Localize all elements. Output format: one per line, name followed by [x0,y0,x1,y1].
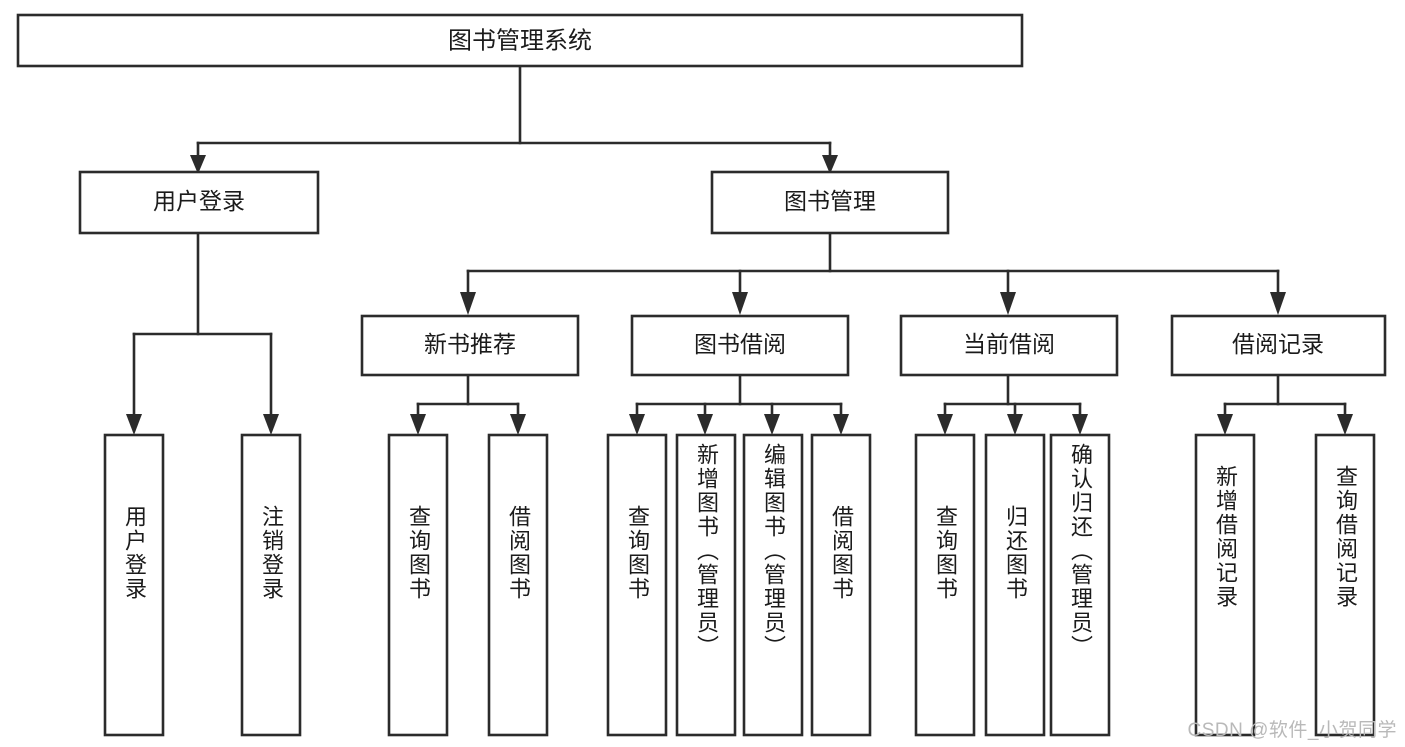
node-current-borrow-label: 当前借阅 [963,331,1055,357]
arrow-head-current-leaf2 [1007,414,1023,435]
arrow-head-newbook-leaf1 [410,414,426,435]
arrow-head-borrow-leaf2 [697,414,713,435]
leaf-box-edit-book-admin[interactable] [742,433,804,737]
arrow-head-current [1000,292,1016,315]
arrow-head-record-leaf1 [1217,414,1233,435]
node-new-book-recommend[interactable]: 新书推荐 [360,314,580,377]
node-borrow-record-box[interactable] [1170,314,1387,377]
node-current-borrow[interactable]: 当前借阅 [899,314,1119,377]
leaf-box-borrow-book-b[interactable] [810,433,872,737]
arrow-head-newbook [460,292,476,315]
csdn-watermark: CSDN @软件_小贺同学 [1187,720,1397,741]
node-user-login-label: 用户登录 [153,188,245,214]
node-new-book-recommend-box[interactable] [360,314,580,377]
leaf-box-return-book[interactable] [984,433,1046,737]
leaf-box-user-login[interactable] [103,433,165,737]
node-borrow-record-label: 借阅记录 [1232,331,1324,357]
arrow-head-borrow-leaf3 [764,414,780,435]
arrow-head-current-leaf1 [937,414,953,435]
arrow-head-user-login [190,155,206,174]
arrow-head-borrow-leaf4 [833,414,849,435]
node-book-management-label: 图书管理 [784,188,876,214]
leaf-box-query-book-b[interactable] [606,433,668,737]
node-borrow-record[interactable]: 借阅记录 [1170,314,1387,377]
connector-group [126,64,1353,435]
node-root-label: 图书管理系统 [448,27,592,54]
arrow-head-borrow [732,292,748,315]
node-current-borrow-box[interactable] [899,314,1119,377]
node-user-login-box[interactable] [78,170,320,235]
arrow-head-record [1270,292,1286,315]
node-book-borrow-box[interactable] [630,314,850,377]
leaf-box-query-borrow-record[interactable] [1314,433,1376,737]
arrow-head-leaf-logout [263,414,279,435]
node-new-book-recommend-label: 新书推荐 [424,331,516,357]
node-book-management[interactable]: 图书管理 [710,170,950,235]
node-root[interactable]: 图书管理系统 [16,13,1024,68]
arrow-head-record-leaf2 [1337,414,1353,435]
arrow-head-newbook-leaf2 [510,414,526,435]
node-root-box[interactable] [16,13,1024,68]
arrow-head-current-leaf3 [1072,414,1088,435]
node-user-login[interactable]: 用户登录 [78,170,320,235]
node-book-borrow-label: 图书借阅 [694,331,786,357]
node-book-borrow[interactable]: 图书借阅 [630,314,850,377]
node-book-management-box[interactable] [710,170,950,235]
leaf-box-query-book-c[interactable] [914,433,976,737]
leaf-box-add-borrow-record[interactable] [1194,433,1256,737]
arrow-head-borrow-leaf1 [629,414,645,435]
leaf-box-add-book-admin[interactable] [675,433,737,737]
leaf-box-borrow-book-a[interactable] [487,433,549,737]
arrow-head-book-mgmt [822,155,838,174]
arrow-head-leaf-user-login [126,414,142,435]
leaf-box-logout[interactable] [240,433,302,737]
leaf-box-query-book-a[interactable] [387,433,449,737]
leaf-box-confirm-return-admin[interactable] [1049,433,1111,737]
